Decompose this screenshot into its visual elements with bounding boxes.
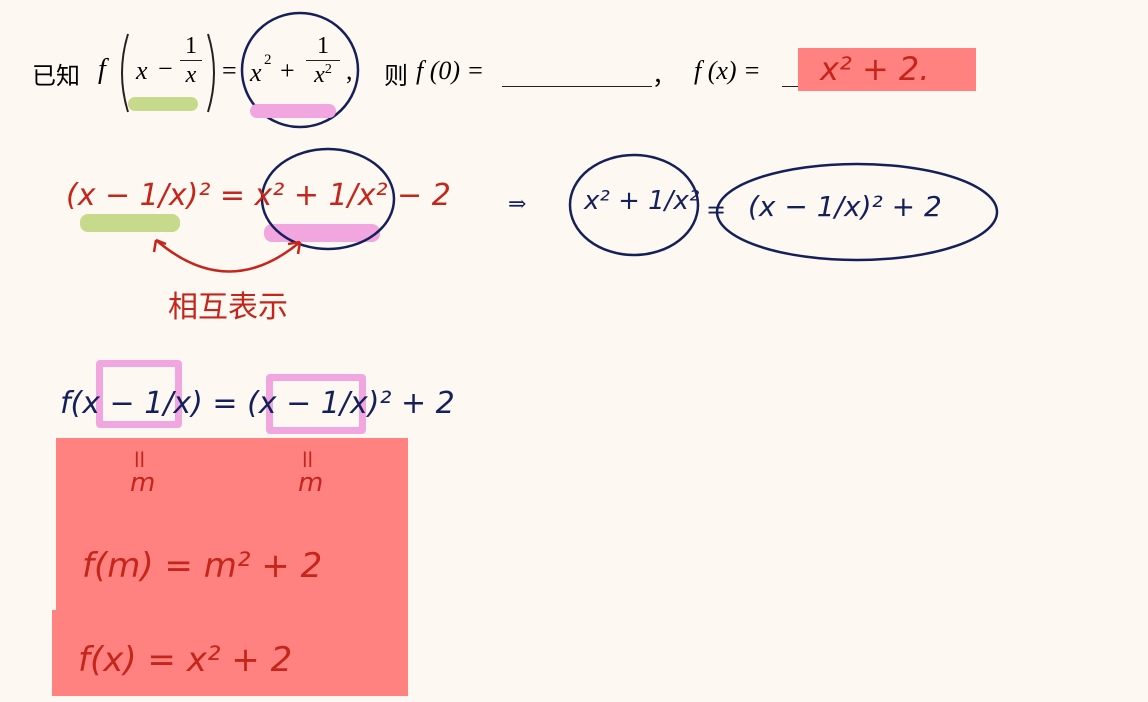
step1-implies-arrow: ⇒ <box>508 192 527 217</box>
f0-answer-blank[interactable] <box>502 86 652 87</box>
step1-circle-mark <box>260 147 396 251</box>
left-paren-close <box>207 33 215 113</box>
lhs-x: x <box>136 56 148 85</box>
left-paren-open <box>121 33 129 113</box>
step1-green-highlight <box>80 214 180 232</box>
rhs-x: x <box>250 58 262 87</box>
lhs-green-highlight <box>128 97 198 111</box>
rhs-frac-den: x <box>314 62 325 88</box>
rhs-sup: 2 <box>264 52 272 68</box>
rhs-circle-mark <box>240 11 360 129</box>
step2-line: f(x − 1/x) = (x − 1/x)² + 2 <box>60 386 455 421</box>
lhs-frac-den: x <box>185 62 197 88</box>
step1-circle-lhs-text: x² + 1/x² <box>584 186 700 216</box>
f-symbol: f <box>98 54 106 85</box>
lhs-fraction: 1 x <box>180 34 202 87</box>
fx-label: f (x) = <box>694 56 761 85</box>
substitution-box-left <box>96 360 182 428</box>
lhs-frac-bar <box>180 60 202 61</box>
step1-left-equation: (x − 1/x)² = x² + 1/x² − 2 <box>66 178 451 213</box>
step1-rhs-ellipse <box>715 162 999 262</box>
equals-mark-right: ll <box>302 448 314 472</box>
fx-line: f(x) = x² + 2 <box>78 640 293 680</box>
lhs-minus: − <box>158 54 173 83</box>
rhs-fraction: 1 x2 <box>306 34 340 87</box>
step1-pink-highlight <box>264 224 380 242</box>
relation-arrow <box>152 238 302 273</box>
solution-overlay-top <box>56 438 408 614</box>
substitution-box-right <box>266 374 366 434</box>
step1-ellipse-rhs-text: (x − 1/x)² + 2 <box>748 190 942 223</box>
m-label-left: m <box>130 468 156 498</box>
rhs-frac-bar <box>306 60 340 61</box>
solution-overlay-bottom <box>52 610 408 696</box>
rhs-plus: + <box>280 56 295 85</box>
equals-mark-left: ll <box>134 448 146 472</box>
rhs-comma: , <box>346 56 353 85</box>
fx-answer-overlay <box>798 48 976 91</box>
step1-note: 相互表示 <box>168 290 288 325</box>
m-label-right: m <box>298 468 324 498</box>
question-equals: = <box>222 56 237 85</box>
rhs-frac-num: 1 <box>317 33 329 59</box>
fm-line: f(m) = m² + 2 <box>82 546 323 586</box>
step1-lhs-circle <box>568 153 700 257</box>
blank-comma: ， <box>652 62 676 90</box>
fx-answer-text: x² + 2. <box>820 50 930 88</box>
lhs-frac-num: 1 <box>185 33 197 59</box>
question-line: 已知 f x − 1 x = x 2 + 1 x2 , 则 f (0) = ， … <box>30 11 990 129</box>
rhs-pink-highlight <box>250 104 336 118</box>
question-then: 则 <box>384 62 408 90</box>
f0-label: f (0) = <box>416 56 485 85</box>
question-prefix: 已知 <box>32 62 80 90</box>
rhs-frac-den-sup: 2 <box>324 62 332 77</box>
